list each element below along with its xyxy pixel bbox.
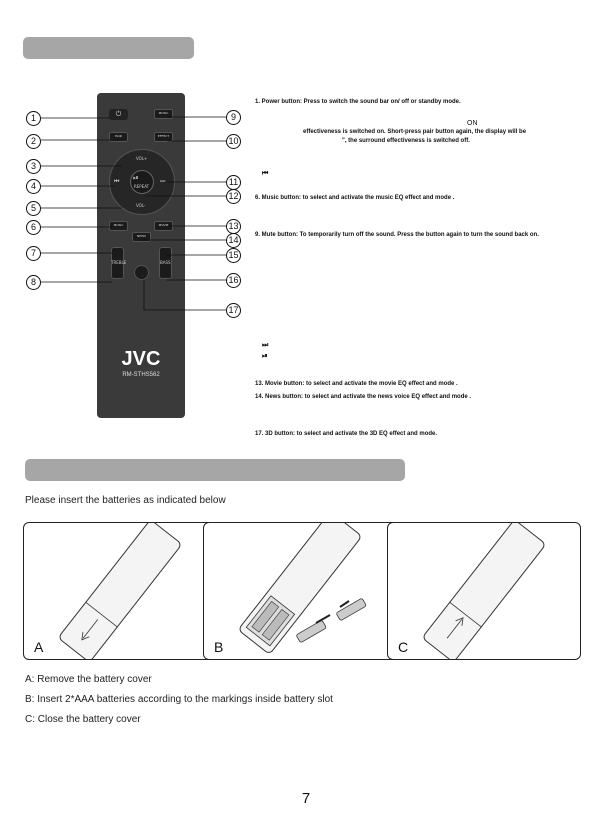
battery-panel-a: A [23, 521, 217, 661]
next-icon: ⏭ [160, 178, 166, 185]
section-header-bar-top [23, 37, 194, 59]
power-icon: ⏻ [109, 109, 128, 120]
page-number: 7 [301, 790, 311, 807]
play-pause-icon: ⏯ [133, 174, 139, 182]
callout-3: 3 [26, 159, 41, 174]
battery-icons [296, 598, 367, 643]
mute-button [134, 265, 149, 280]
callout-17: 17 [226, 303, 241, 318]
remote-button-music: MUSIC [109, 221, 128, 231]
remote-back-illustration-b [239, 513, 367, 653]
callout-9: 9 [226, 110, 241, 125]
callout-5: 5 [26, 201, 41, 216]
callout-15: 15 [226, 248, 241, 263]
battery-instructions-intro: Please insert the batteries as indicated… [25, 495, 226, 506]
desc-pair-line2: ", the surround effectiveness is switche… [342, 138, 470, 144]
brand-logo: JVC [121, 348, 161, 370]
vol-down-label: VOL- [136, 203, 146, 208]
panel-label-c: C [398, 639, 409, 655]
battery-step-c: C: Close the battery cover [25, 714, 141, 725]
callout-1: 1 [26, 111, 41, 126]
vol-up-label: VOL+ [136, 156, 148, 161]
callout-4: 4 [26, 179, 41, 194]
callout-6: 6 [26, 220, 41, 235]
play-pause-button [130, 170, 154, 194]
bass-label: BASS [160, 260, 171, 265]
callout-7: 7 [26, 246, 41, 261]
desc-pair-line1: effectiveness is switched on. Short-pres… [303, 129, 527, 135]
repeat-label: REPEAT [134, 184, 150, 189]
callout-16: 16 [226, 273, 241, 288]
remote-button-movie: MOVIE [154, 221, 173, 231]
treble-label: TREBLE [111, 260, 127, 265]
callout-8: 8 [26, 275, 41, 290]
battery-step-a: A: Remove the battery cover [25, 674, 152, 685]
play-pause-icon: ⏯ [262, 353, 268, 360]
battery-panel-b: B [203, 513, 397, 660]
callout-11: 11 [226, 175, 241, 190]
desc-music: 6. Music button: to select and activate … [255, 195, 455, 201]
model-number: RM-STHS562 [122, 372, 160, 378]
desc-on: ON [467, 120, 478, 127]
callout-10: 10 [226, 134, 241, 149]
battery-step-b: B: Insert 2*AAA batteries according to t… [25, 694, 333, 705]
remote-back-illustration-a [59, 521, 181, 661]
callout-13: 13 [226, 219, 241, 234]
next-icon: ⏭ [262, 342, 269, 349]
desc-power: 1. Power button: Press to switch the sou… [255, 99, 461, 105]
battery-panel-c: C [387, 521, 581, 661]
remote-button-news: NEWS [132, 232, 151, 242]
section-header-bar-battery [25, 459, 405, 481]
desc-mute: 9. Mute button: To temporarily turn off … [255, 232, 539, 238]
callout-14: 14 [226, 233, 241, 248]
treble-rocker [111, 247, 124, 279]
remote-back-illustration-c [423, 521, 545, 661]
remote-button-pair: PAIR [109, 132, 128, 142]
panel-label-b: B [214, 639, 224, 655]
desc-3d: 17. 3D button: to select and activate th… [255, 431, 438, 437]
prev-icon: ⏮ [262, 170, 269, 177]
callout-2: 2 [26, 134, 41, 149]
remote-button-effect: EFFECT [154, 132, 173, 142]
remote-button-music-top: MUSIC [154, 109, 173, 119]
desc-news: 14. News button: to select and activate … [255, 394, 472, 400]
desc-movie: 13. Movie button: to select and activate… [255, 381, 458, 387]
panel-label-a: A [34, 639, 44, 655]
prev-icon: ⏮ [114, 178, 120, 185]
callout-12: 12 [226, 189, 241, 204]
